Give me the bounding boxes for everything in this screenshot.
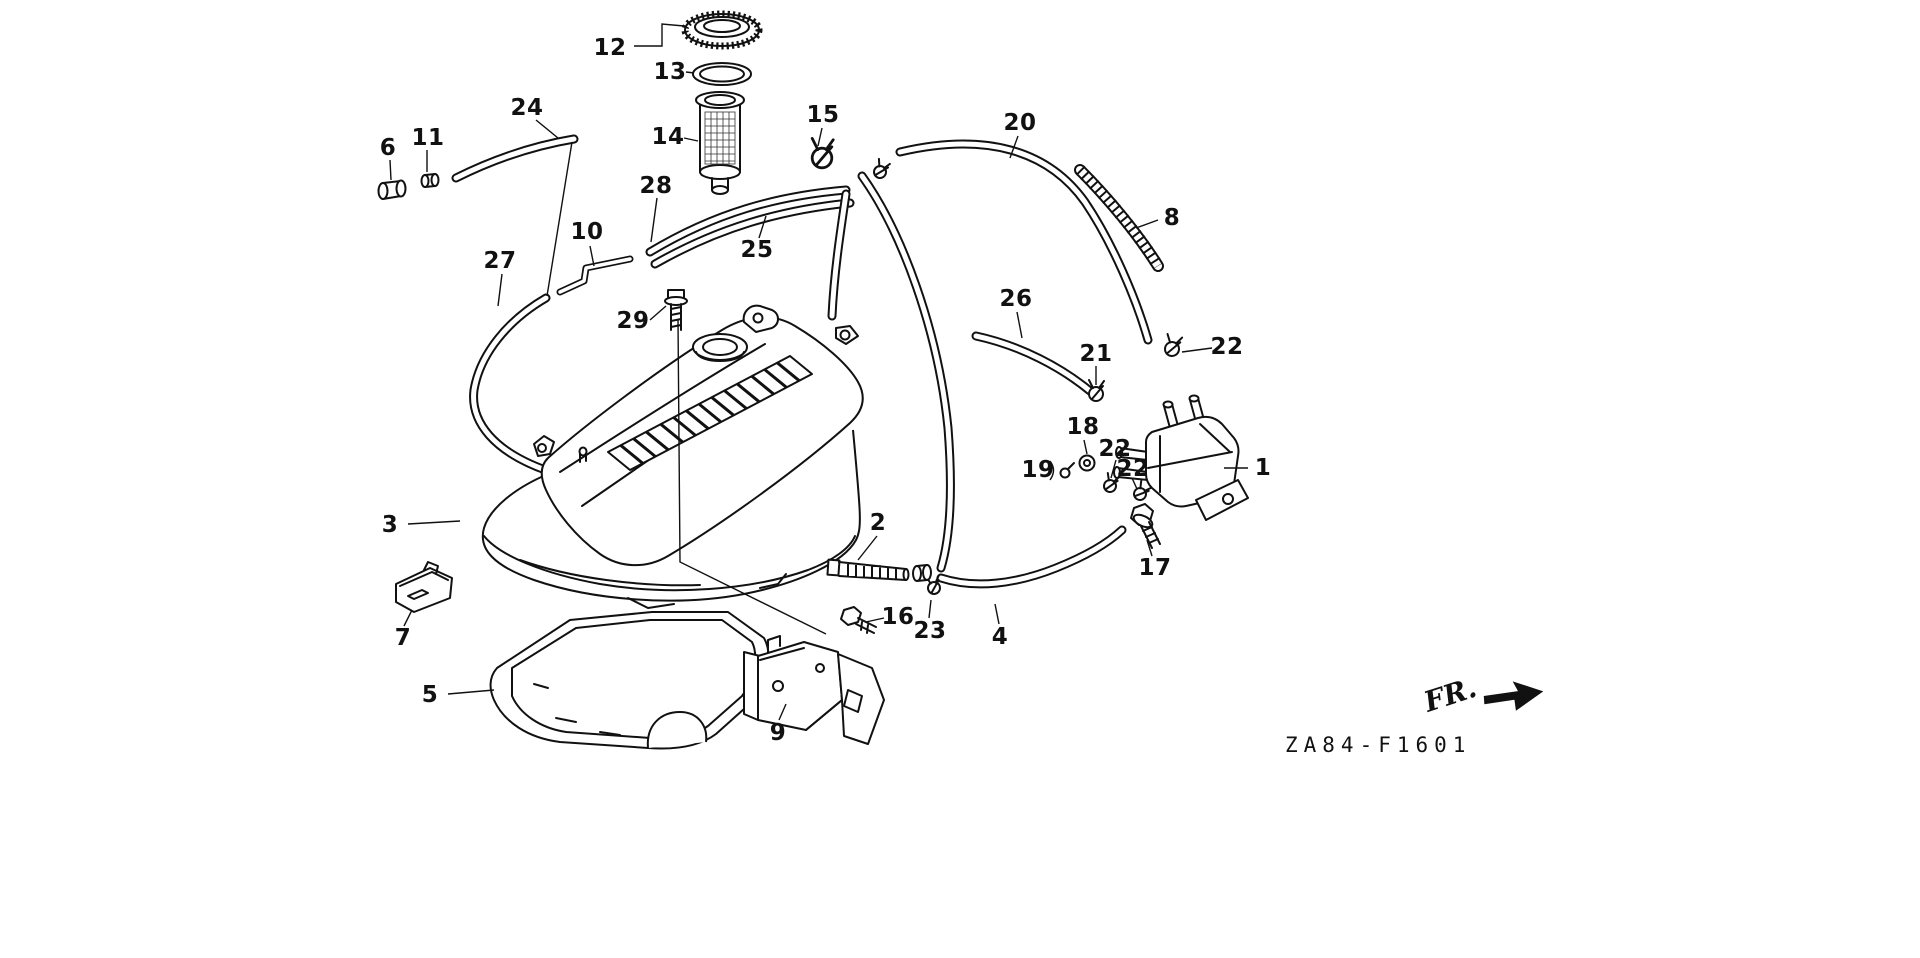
spacer-collar: [912, 564, 932, 582]
joint-pipe: [377, 179, 407, 200]
fuel-strainer: [695, 91, 745, 195]
fuel-valve-assembly: [1113, 394, 1249, 521]
clamp-22-mid: [1103, 471, 1121, 493]
clip-19: [1059, 462, 1075, 479]
clamp-22-low: [1133, 479, 1153, 501]
formed-tube: [556, 255, 634, 296]
leader-lines: [389, 23, 1248, 721]
tank-bracket-9: [743, 635, 885, 745]
bolt-17: [1130, 503, 1161, 549]
hose-clamps: [810, 137, 1184, 595]
front-arrow-icon: [1483, 681, 1544, 711]
fuel-tank: [481, 304, 864, 609]
front-direction-label: FR.: [1419, 671, 1480, 719]
fuel-cap: [681, 10, 763, 50]
bolt-16: [840, 606, 877, 634]
clamp-21: [1088, 379, 1105, 402]
washer-18: [1078, 454, 1096, 472]
corrugated-hose: [1074, 164, 1164, 272]
clip-bracket-7: [395, 561, 453, 613]
clamp-near-hose20: [873, 157, 891, 179]
hoses: [451, 134, 1164, 589]
tank-protector-plate: [489, 611, 770, 750]
front-direction-mark: FR.: [1419, 671, 1544, 719]
clamp-15: [810, 137, 835, 170]
bolt-2: [826, 558, 910, 581]
hose-grommet: [420, 173, 440, 188]
cap-gasket: [692, 62, 752, 86]
bolt-29: [664, 289, 688, 331]
clamp-22-top: [1164, 332, 1184, 357]
diagram-code: ZA84-F1601: [1285, 733, 1471, 757]
